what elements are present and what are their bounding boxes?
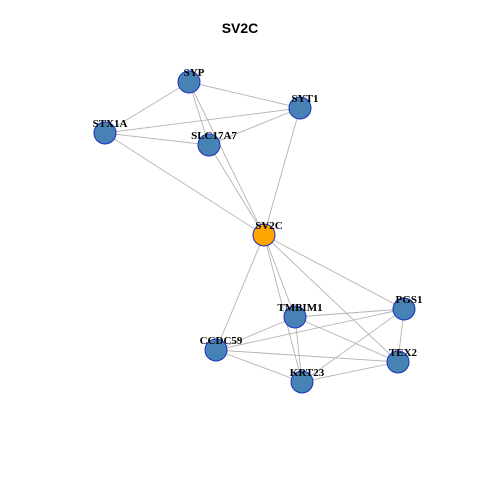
node-label-tmbim1: TMBIM1 bbox=[277, 302, 322, 314]
node-sv2c bbox=[252, 223, 276, 247]
node-pgs1 bbox=[392, 297, 416, 321]
node-tmbim1 bbox=[283, 305, 307, 329]
node-ccdc59 bbox=[204, 338, 228, 362]
node-label-pgs1: PGS1 bbox=[396, 294, 423, 306]
node-label-sv2c: SV2C bbox=[255, 220, 283, 232]
edge-tmbim1-pgs1 bbox=[294, 308, 405, 318]
node-label-ccdc59: CCDC59 bbox=[200, 335, 243, 347]
edges-layer bbox=[104, 81, 405, 383]
node-krt23 bbox=[290, 370, 314, 394]
edge-sv2c-pgs1 bbox=[263, 234, 405, 310]
node-syt1 bbox=[288, 96, 312, 120]
edge-pgs1-krt23 bbox=[301, 308, 405, 383]
edge-tmbim1-ccdc59 bbox=[215, 316, 296, 351]
edge-sv2c-tex2 bbox=[263, 234, 399, 363]
node-label-syp: SYP bbox=[184, 67, 205, 79]
node-label-tex2: TEX2 bbox=[389, 347, 418, 359]
edge-slc17a7-sv2c bbox=[208, 144, 265, 236]
edge-stx1a-sv2c bbox=[104, 132, 265, 236]
node-label-slc17a7: SLC17A7 bbox=[191, 130, 237, 142]
edge-sv2c-krt23 bbox=[263, 234, 303, 383]
edge-stx1a-syt1 bbox=[104, 107, 301, 134]
edge-tmbim1-tex2 bbox=[294, 316, 399, 363]
edge-ccdc59-tex2 bbox=[215, 349, 399, 363]
node-syp bbox=[177, 70, 201, 94]
edge-syp-syt1 bbox=[188, 81, 301, 109]
node-label-syt1: SYT1 bbox=[292, 93, 319, 105]
node-slc17a7 bbox=[197, 133, 221, 157]
edge-syp-sv2c bbox=[188, 81, 265, 236]
node-label-stx1a: STX1A bbox=[93, 118, 128, 130]
edge-syt1-sv2c bbox=[263, 107, 301, 236]
edge-tex2-krt23 bbox=[301, 361, 399, 383]
node-tex2 bbox=[386, 350, 410, 374]
node-label-krt23: KRT23 bbox=[290, 367, 325, 379]
edge-stx1a-slc17a7 bbox=[104, 132, 210, 146]
edge-sv2c-ccdc59 bbox=[215, 234, 265, 351]
edge-pgs1-ccdc59 bbox=[215, 308, 405, 351]
nodes-layer bbox=[93, 70, 416, 394]
edge-slc17a7-syt1 bbox=[208, 107, 301, 146]
edge-sv2c-tmbim1 bbox=[263, 234, 296, 318]
node-stx1a bbox=[93, 121, 117, 145]
edge-ccdc59-krt23 bbox=[215, 349, 303, 383]
edge-syp-stx1a bbox=[104, 81, 190, 134]
diagram-title: SV2C bbox=[221, 20, 259, 36]
